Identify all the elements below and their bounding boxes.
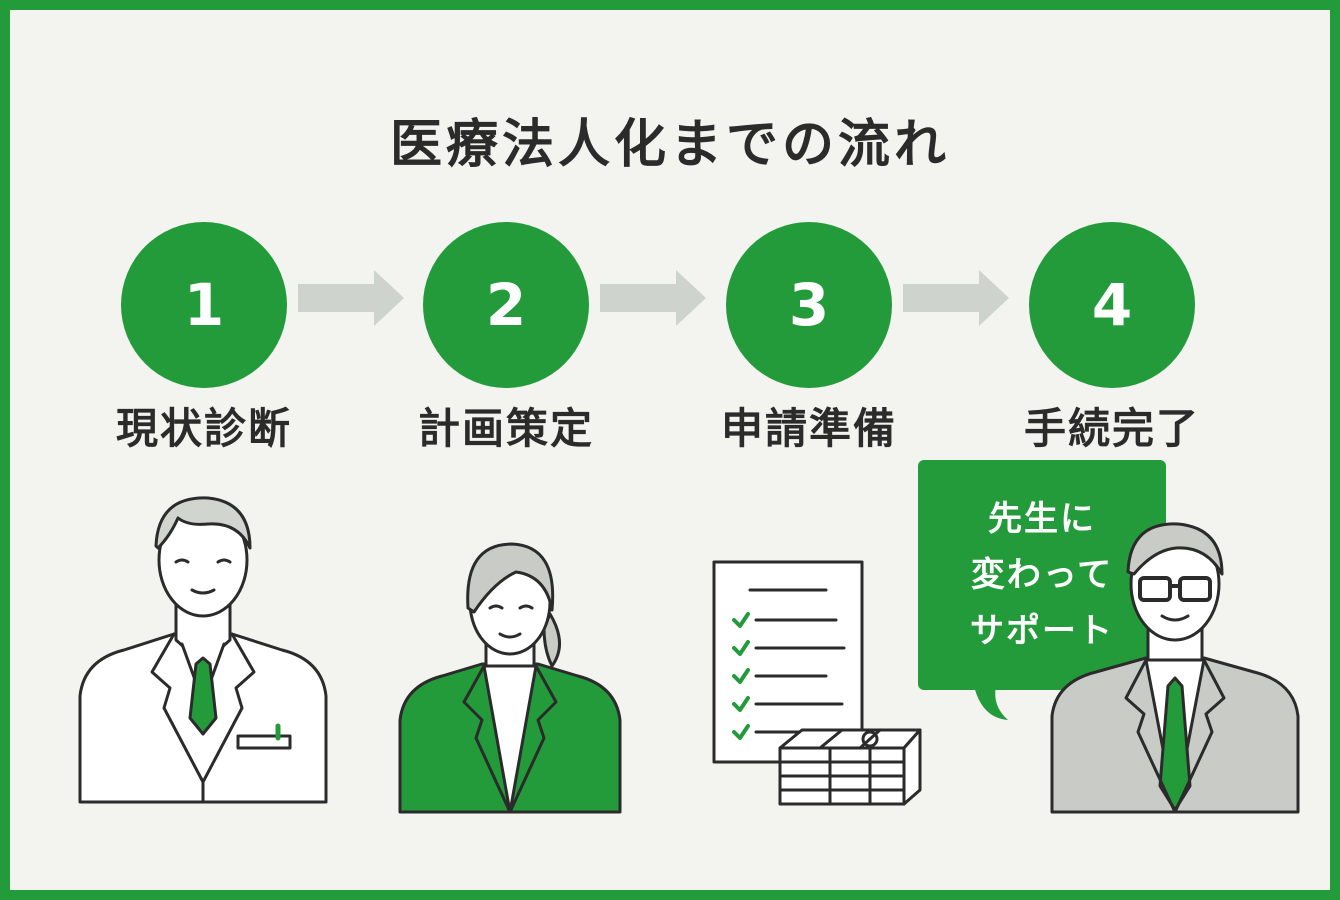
arrow-right-icon: [298, 270, 404, 326]
checklist-and-money-icon: [712, 560, 922, 806]
step-3-label: 申請準備: [720, 404, 897, 453]
bubble-line-1: 先生に: [988, 499, 1096, 539]
step-2-label: 計画策定: [417, 404, 594, 453]
businesswoman-icon: [398, 542, 622, 814]
step-1-label: 現状診断: [115, 404, 292, 453]
arrow-right-icon: [600, 270, 706, 326]
diagram-title: 医療法人化までの流れ: [389, 115, 950, 175]
step-1-circle: 1: [121, 222, 287, 388]
step-2-circle: 2: [423, 222, 589, 388]
bubble-line-2: 変わって: [970, 555, 1114, 595]
step-4-circle: 4: [1029, 222, 1195, 388]
bubble-line-3: サポート: [970, 611, 1114, 651]
speech-bubble: 先生に 変わって サポート: [918, 460, 1166, 690]
doctor-icon: [78, 496, 328, 804]
arrow-right-icon: [903, 270, 1009, 326]
step-4-label: 手続完了: [1023, 404, 1200, 453]
step-3-circle: 3: [726, 222, 892, 388]
consultant-icon: [1050, 522, 1300, 814]
speech-bubble-tail-icon: [974, 686, 1008, 720]
